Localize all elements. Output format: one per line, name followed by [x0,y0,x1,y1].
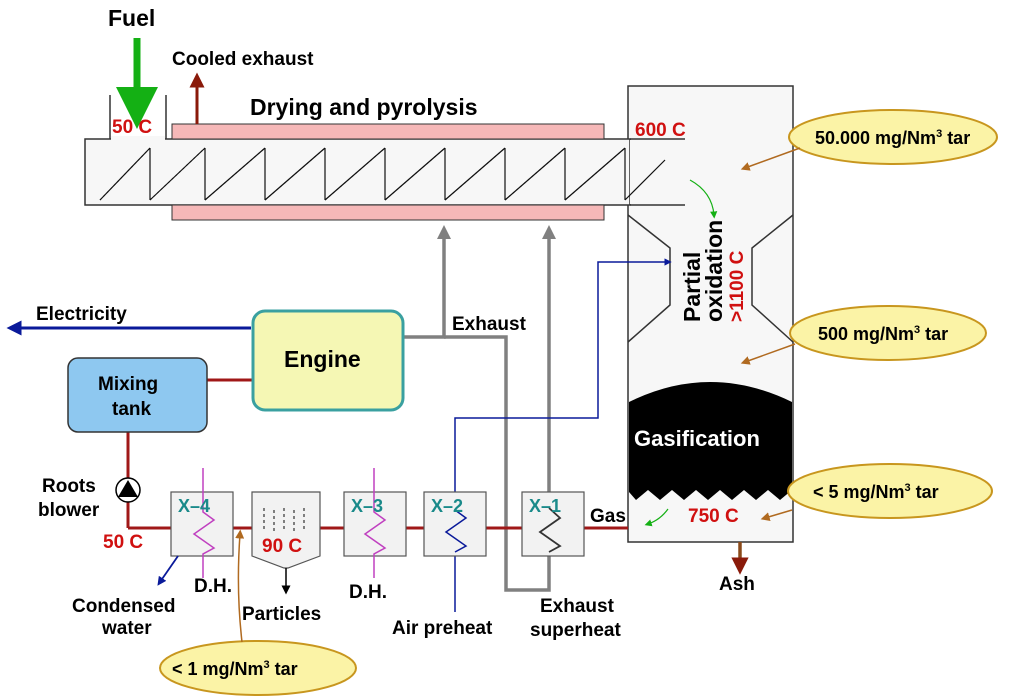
temp-50c-top: 50 C [112,117,152,138]
heating-jacket-bottom [171,204,605,221]
cooled-exhaust-label: Cooled exhaust [172,49,314,70]
mixing-tank-label-2: tank [112,399,152,420]
partial-oxidation-label: Partial oxidation >1100 C [679,220,748,322]
svg-text:< 1 mg/Nm3 tar: < 1 mg/Nm3 tar [172,659,298,679]
dh-label-2: D.H. [349,582,387,603]
svg-text:oxidation: oxidation [701,220,727,322]
ash-label: Ash [719,574,755,595]
hx-x2 [423,491,487,557]
mixing-tank-label-1: Mixing [98,374,158,395]
fuel-hopper [109,95,167,139]
tar-callout-500: 500 mg/Nm3 tar [740,305,987,365]
mixing-tank [67,357,208,433]
particle-filter [251,491,321,595]
hx-x3 [343,491,407,557]
electricity-label: Electricity [36,304,127,325]
svg-text:Partial: Partial [679,252,705,322]
temp-50c-bottom: 50 C [103,532,143,553]
hx-x2-label: X–2 [431,496,463,516]
condensed-label: Condensed [72,596,175,617]
hx-x4 [170,491,234,557]
hx-x3-label: X–3 [351,496,383,516]
tar-callout-50000: 50.000 mg/Nm3 tar [740,109,998,171]
exhaust-label: Exhaust [452,314,527,335]
tar-callout-1: < 1 mg/Nm3 tar [159,529,357,696]
water-label: water [101,618,152,639]
temp-750c: 750 C [688,506,739,527]
gas-label: Gas [590,506,626,527]
hx-x1-label: X–1 [529,496,561,516]
fuel-label: Fuel [108,5,155,31]
gasification-label: Gasification [634,426,760,451]
air-preheat-line [454,258,672,612]
blower-label: blower [38,500,100,521]
exhaust-pipe [403,225,451,339]
dh-label-1: D.H. [194,576,232,597]
hx-x4-label: X–4 [178,496,210,516]
engine-label: Engine [284,346,361,372]
engine-box [251,309,405,412]
roots-label: Roots [42,476,96,497]
temp-90c: 90 C [262,536,302,557]
svg-text:>1100 C: >1100 C [727,250,748,322]
roots-blower-icon [115,477,141,503]
hx-x1 [521,491,585,557]
temp-600c: 600 C [635,120,686,141]
exhaust-superheat-label-2: superheat [530,620,621,641]
oxidation-throat [627,214,794,343]
tar-callout-5: < 5 mg/Nm3 tar [760,463,993,522]
particles-label: Particles [242,604,321,625]
svg-text:< 5 mg/Nm3 tar: < 5 mg/Nm3 tar [813,482,939,502]
heating-jacket-top [171,123,605,140]
drying-pyrolysis-label: Drying and pyrolysis [250,94,478,120]
exhaust-superheat-label-1: Exhaust [540,596,615,617]
svg-text:50.000 mg/Nm3 tar: 50.000 mg/Nm3 tar [815,128,970,148]
air-preheat-label: Air preheat [392,618,493,639]
char-bed [629,382,792,500]
svg-text:500 mg/Nm3 tar: 500 mg/Nm3 tar [818,324,948,344]
